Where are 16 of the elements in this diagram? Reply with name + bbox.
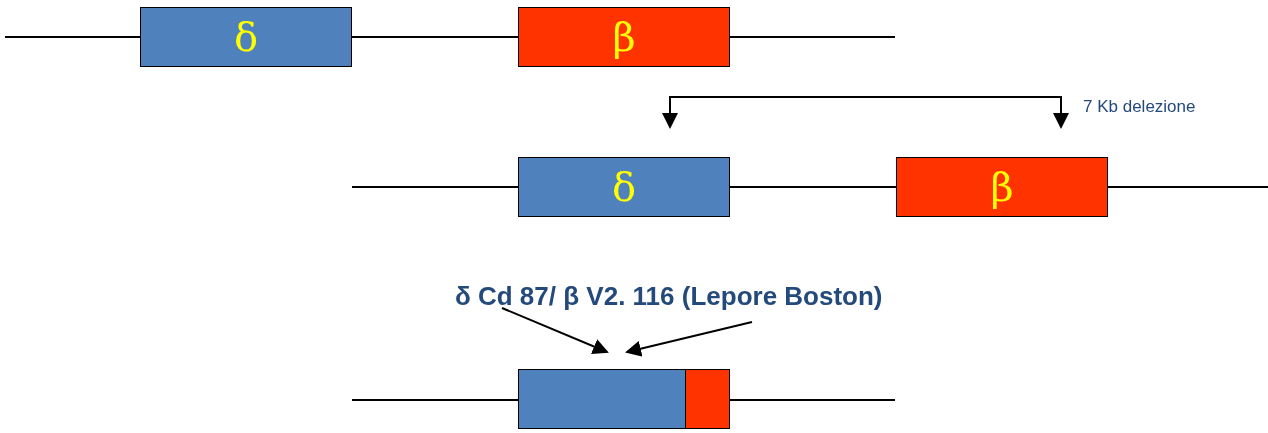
leader-arrow — [501, 307, 609, 354]
beta-segment-box — [685, 369, 730, 429]
mutation-label: δ Cd 87/ β V2. 116 (Lepore Boston) — [455, 281, 883, 312]
beta-gene-box — [518, 7, 730, 67]
deletion-label: 7 Kb delezione — [1083, 97, 1196, 117]
beta-gene-box — [896, 157, 1108, 217]
gene-symbol: β — [612, 17, 636, 57]
leader-arrow — [625, 321, 753, 357]
delta-gene-box — [518, 157, 730, 217]
gene-symbol: δ — [233, 17, 259, 57]
dna-strand — [729, 186, 897, 188]
delta-gene-box — [140, 7, 352, 67]
delta-segment-box — [518, 369, 686, 429]
dna-strand — [351, 36, 519, 38]
gene-symbol: β — [990, 167, 1014, 207]
gene-symbol: δ — [611, 167, 637, 207]
